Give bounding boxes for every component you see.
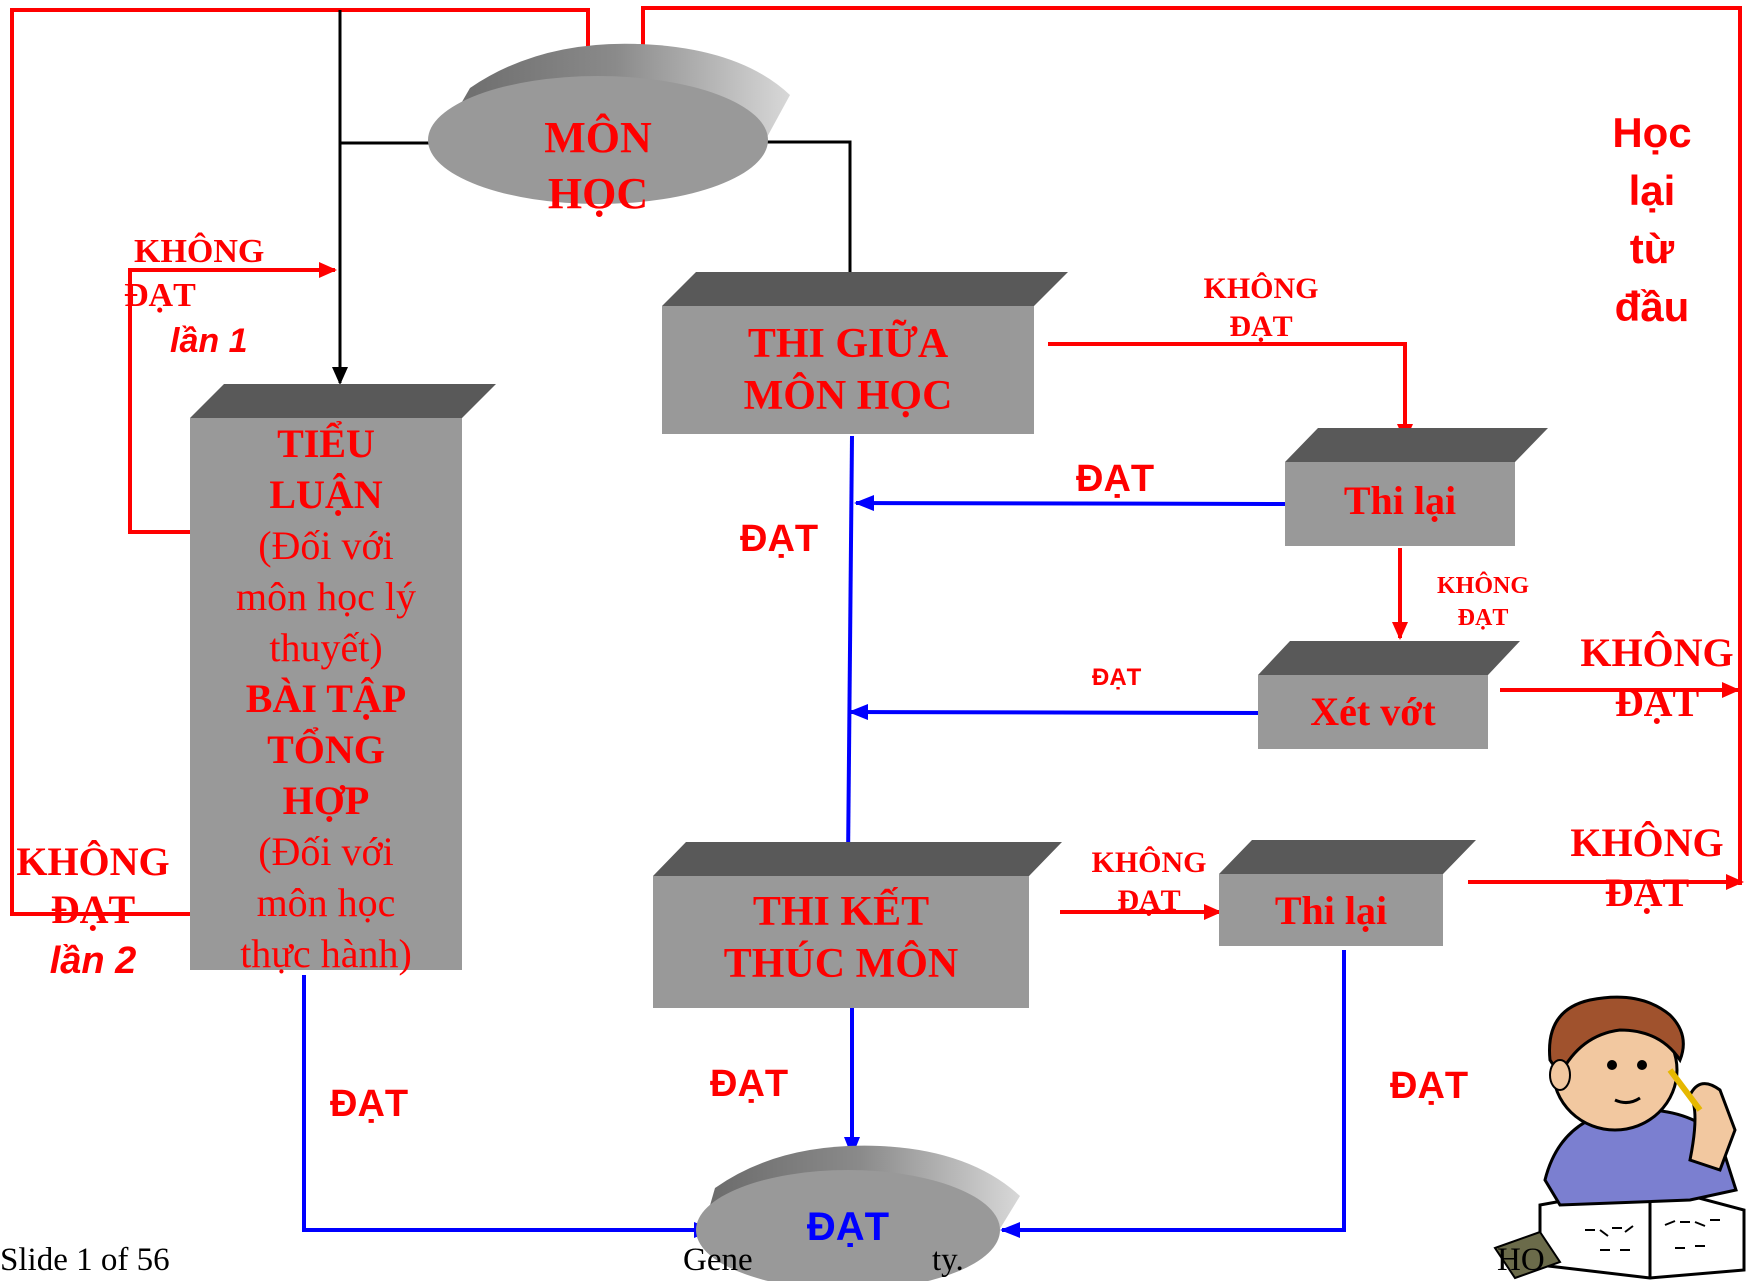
dat-ketthuc-label: ĐẠT <box>710 1063 788 1106</box>
khong-dat-xetvot-line1: KHÔNG <box>1572 628 1742 678</box>
thi-lai-1-top <box>1285 428 1548 462</box>
dat-right-label: ĐẠT <box>1390 1065 1468 1108</box>
arrow-thilai1-dat <box>856 503 1292 504</box>
khong-dat-lan2-label: KHÔNG ĐẠT <box>12 838 174 934</box>
student-clipart <box>1495 997 1744 1278</box>
khong-dat-giua-label: KHÔNG ĐẠT <box>1186 270 1336 346</box>
khong-dat-lan1-line2: ĐẠT <box>124 274 264 318</box>
thi-ket-thuc-label: THI KẾT THÚC MÔN <box>653 886 1029 990</box>
tieu-luan-line4: môn học lý <box>190 571 462 622</box>
dat-left-label: ĐẠT <box>330 1083 408 1126</box>
thi-lai-2-top <box>1219 840 1476 874</box>
khong-dat-xetvot-label: KHÔNG ĐẠT <box>1572 628 1742 728</box>
thi-giua-line1: THI GIỮA <box>662 318 1034 370</box>
khong-dat-ketthuc-label: KHÔNG ĐẠT <box>1086 844 1212 920</box>
xet-vot-label: Xét vớt <box>1258 686 1488 738</box>
arrow-xetvot-dat <box>850 712 1265 713</box>
khong-dat-xetvot-line2: ĐẠT <box>1572 678 1742 728</box>
tieu-luan-line5: thuyết) <box>190 622 462 673</box>
dat-thilai1-label: ĐẠT <box>1076 458 1154 501</box>
hoc-lai-line4: đầu <box>1590 278 1714 336</box>
khong-dat-thilai2-line1: KHÔNG <box>1562 818 1732 868</box>
khong-dat-lan1-line1: KHÔNG <box>134 230 264 274</box>
khong-dat-lan2-line1: KHÔNG <box>12 838 174 886</box>
arrow-thigiua-ketthuc <box>848 436 852 862</box>
dat-xetvot-label: ĐẠT <box>1092 664 1141 692</box>
thi-lai-1-label: Thi lại <box>1285 475 1515 527</box>
tieu-luan-label: TIỂU LUẬN (Đối với môn học lý thuyết) BÀ… <box>190 418 462 979</box>
hoc-lai-line3: từ <box>1590 220 1714 278</box>
tieu-luan-line8: HỢP <box>190 775 462 826</box>
tieu-luan-line9: (Đối với <box>190 826 462 877</box>
arrow-thigiua-thilai1 <box>1048 344 1405 440</box>
tieu-luan-line6: BÀI TẬP <box>190 673 462 724</box>
dat-main-label: ĐẠT <box>740 518 818 561</box>
tieu-luan-line1: TIỂU <box>190 418 462 469</box>
khong-dat-ketthuc-line2: ĐẠT <box>1086 882 1212 920</box>
thi-lai-2-label: Thi lại <box>1219 885 1443 937</box>
hoc-lai-line2: lại <box>1590 162 1714 220</box>
arrow-monhoc-tieuluan <box>340 10 430 383</box>
khong-dat-thilai2-label: KHÔNG ĐẠT <box>1562 818 1732 918</box>
mon-hoc-line2: HỌC <box>440 166 756 222</box>
tieu-luan-line10: môn học <box>190 877 462 928</box>
khong-dat-giua-line2: ĐẠT <box>1186 308 1336 346</box>
mon-hoc-label: MÔN HỌC <box>440 110 756 222</box>
loop-right-hoc-lai <box>643 8 1740 885</box>
mon-hoc-line1: MÔN <box>440 110 756 166</box>
tieu-luan-line2: LUẬN <box>190 469 462 520</box>
slide-number: Slide 1 of 56 <box>0 1242 170 1279</box>
hoc-lai-label: Học lại từ đầu <box>1590 104 1714 336</box>
thi-giua-top <box>662 272 1068 306</box>
khong-dat-giua-line1: KHÔNG <box>1186 270 1336 308</box>
footer-center-tail: ty. <box>932 1242 964 1279</box>
thi-giua-line2: MÔN HỌC <box>662 370 1034 422</box>
thi-ket-thuc-top <box>653 842 1062 876</box>
thi-ket-thuc-line2: THÚC MÔN <box>653 938 1029 990</box>
lan1-label: lần 1 <box>170 322 247 361</box>
thi-ket-thuc-line1: THI KẾT <box>653 886 1029 938</box>
khong-dat-lan2-line2: ĐẠT <box>12 886 174 934</box>
khong-dat-thilai1-line2: ĐẠT <box>1428 602 1538 634</box>
khong-dat-thilai1-line1: KHÔNG <box>1428 570 1538 602</box>
tieu-luan-top <box>190 384 496 418</box>
footer-right-text: HO <box>1497 1242 1545 1279</box>
khong-dat-lan1-label: KHÔNG ĐẠT <box>134 230 264 318</box>
thi-giua-label: THI GIỮA MÔN HỌC <box>662 318 1034 422</box>
dat-final-label: ĐẠT <box>760 1205 936 1250</box>
tieu-luan-line3: (Đối với <box>190 520 462 571</box>
arrow-thilai2-dat <box>1002 950 1344 1230</box>
khong-dat-thilai1-label: KHÔNG ĐẠT <box>1428 570 1538 634</box>
xet-vot-top <box>1258 641 1520 675</box>
tieu-luan-line11: thực hành) <box>190 928 462 979</box>
khong-dat-ketthuc-line1: KHÔNG <box>1086 844 1212 882</box>
tieu-luan-line7: TỔNG <box>190 724 462 775</box>
hoc-lai-line1: Học <box>1590 104 1714 162</box>
footer-center-text: Gene <box>683 1242 753 1279</box>
lan2-label: lần 2 <box>12 940 174 983</box>
khong-dat-thilai2-line2: ĐẠT <box>1562 868 1732 918</box>
